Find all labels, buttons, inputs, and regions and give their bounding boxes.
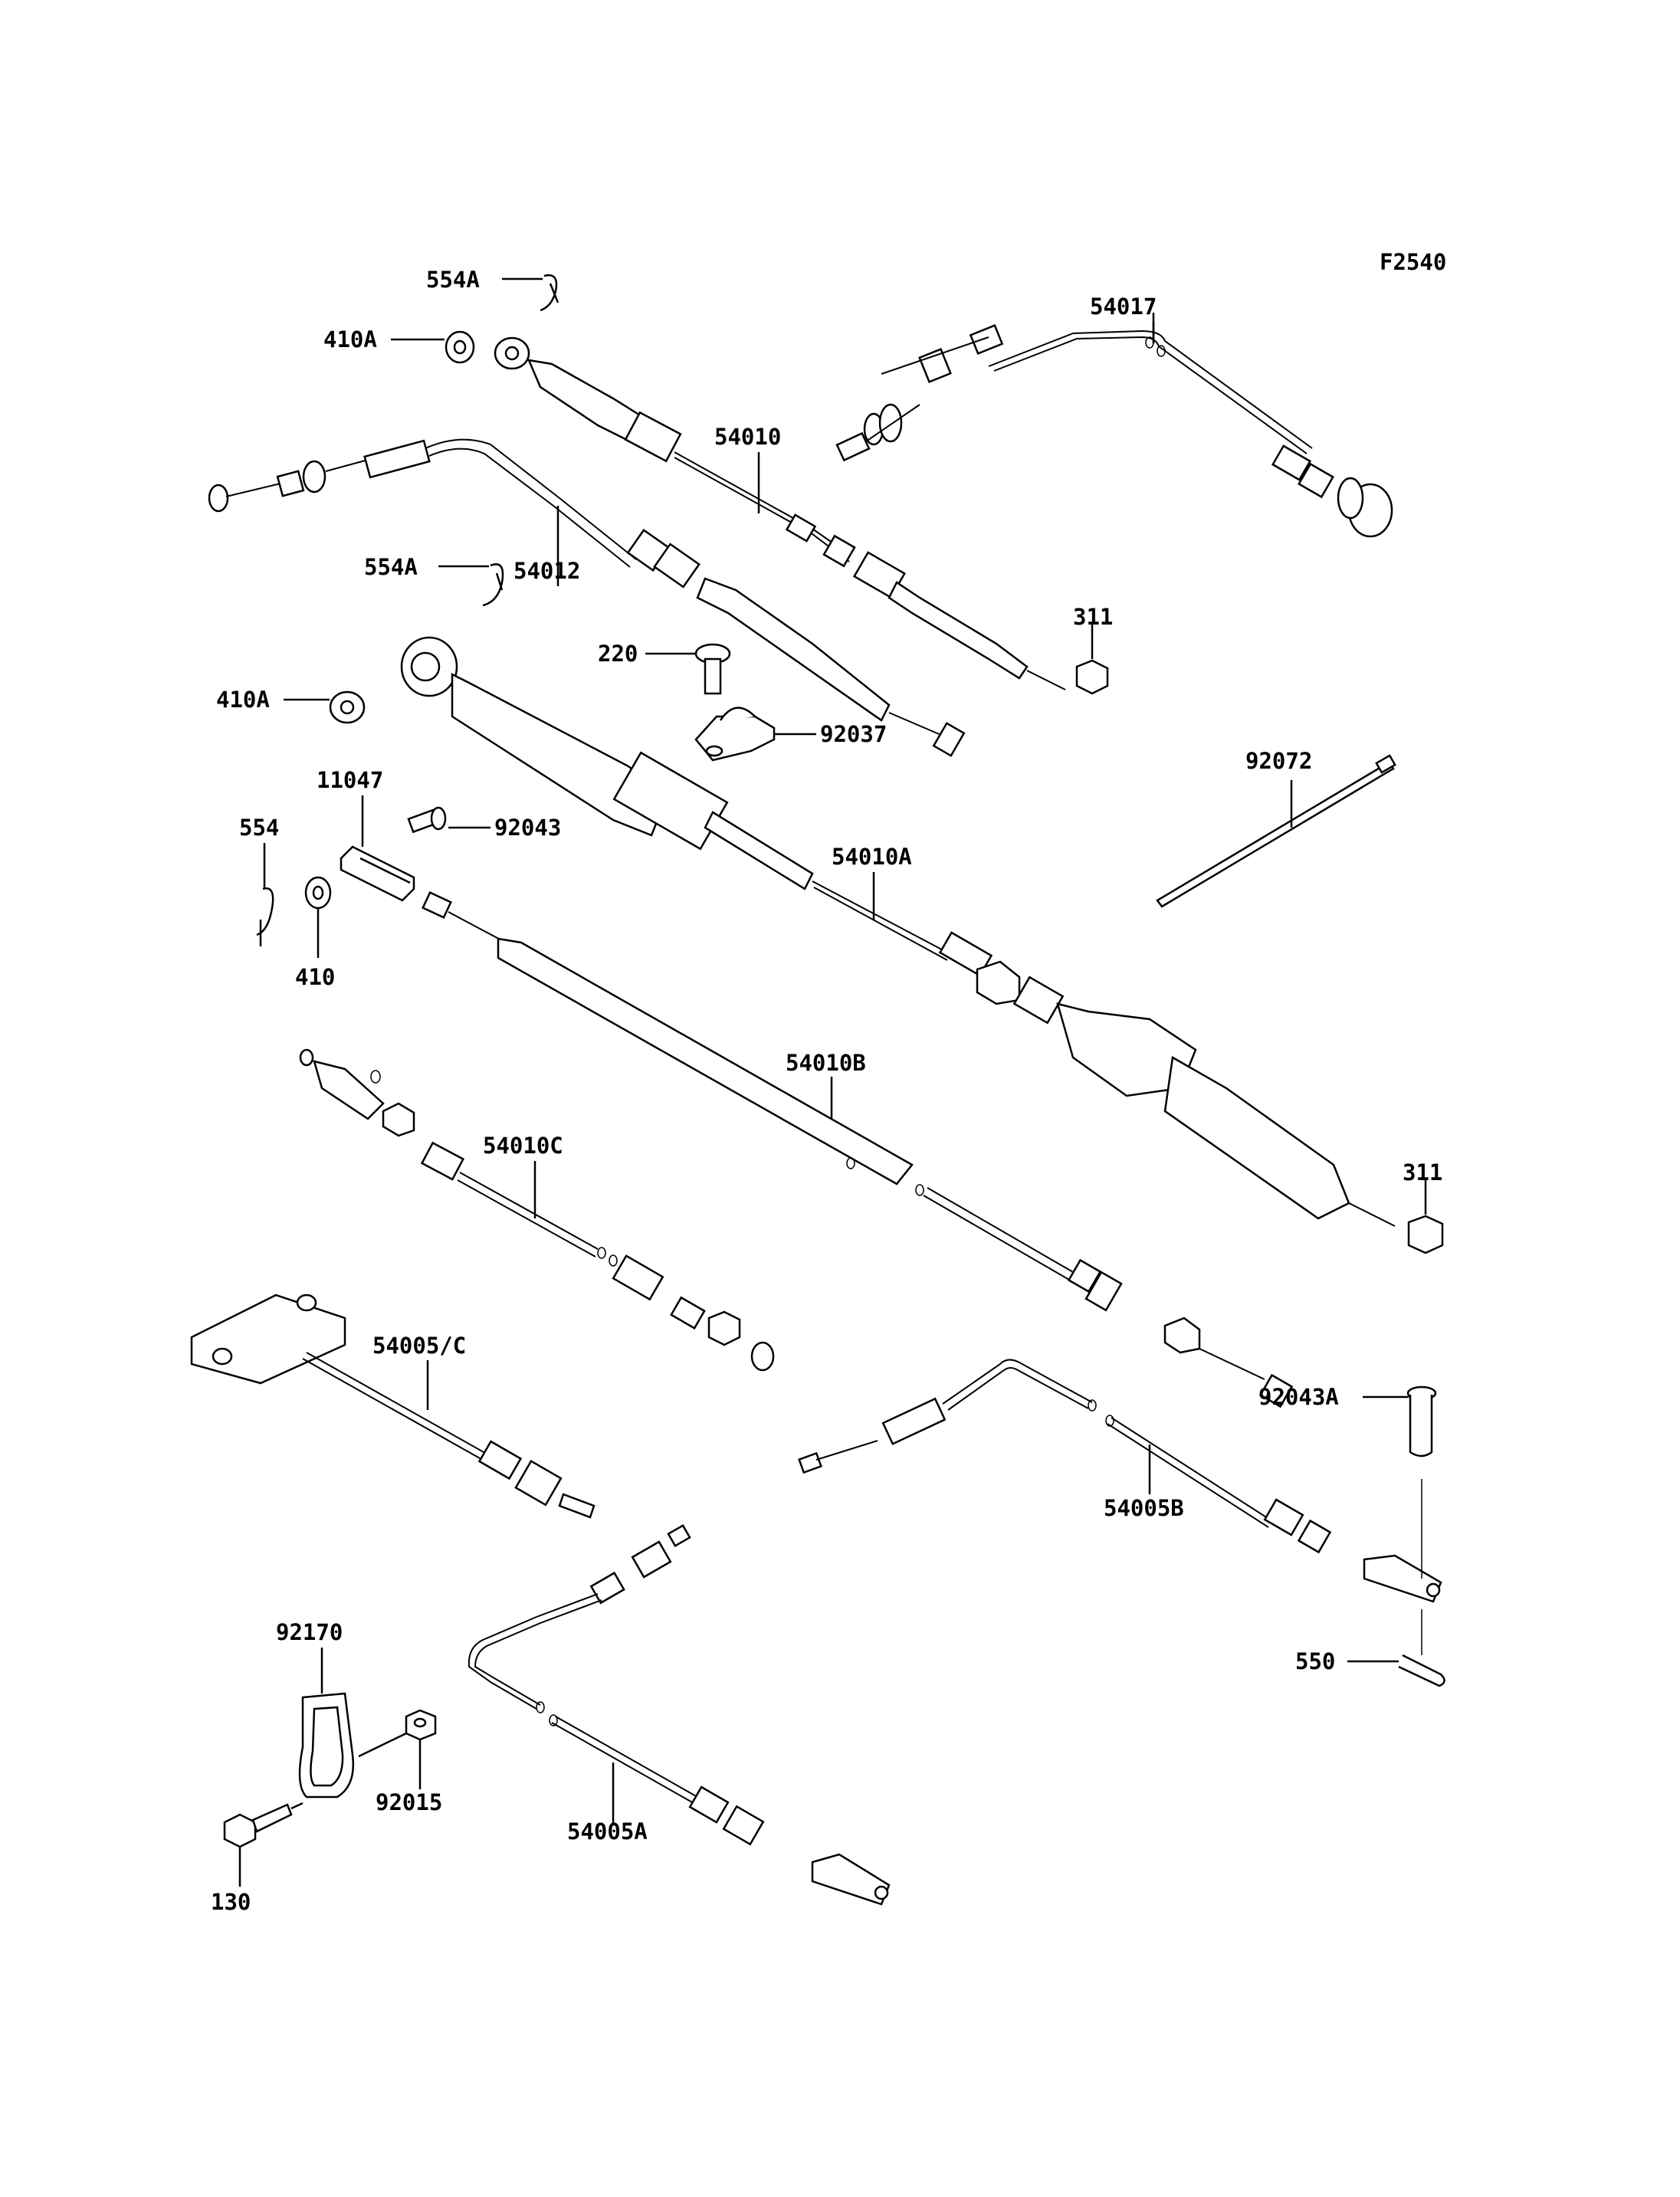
label-54005C: 54005/C xyxy=(372,1333,466,1359)
label-54010C: 54010C xyxy=(483,1133,563,1159)
clamp-92037[interactable] xyxy=(694,707,816,762)
cable-break-marks xyxy=(370,336,1166,1726)
label-92170: 92170 xyxy=(276,1619,343,1645)
nut-311-bot[interactable] xyxy=(1407,1180,1444,1254)
label-54010A: 54010A xyxy=(832,844,912,870)
label-410: 410 xyxy=(295,964,335,990)
cable-54010B[interactable] xyxy=(422,891,1294,1408)
label-554: 554 xyxy=(239,815,279,841)
label-311-bot: 311 xyxy=(1403,1159,1442,1185)
label-410A-top: 410A xyxy=(323,326,377,353)
cable-54005A[interactable] xyxy=(468,1523,891,1906)
label-220: 220 xyxy=(598,641,638,667)
clevis-11047[interactable] xyxy=(340,795,415,902)
washer-410A-top[interactable] xyxy=(391,330,475,364)
cable-54005B[interactable] xyxy=(798,1359,1442,1603)
bracket-92170[interactable] xyxy=(298,1648,354,1799)
clip-554A-top[interactable] xyxy=(502,274,559,312)
label-11047: 11047 xyxy=(317,767,383,793)
cable-54012[interactable] xyxy=(208,438,966,757)
label-311-top: 311 xyxy=(1073,604,1113,630)
label-92043A: 92043A xyxy=(1258,1384,1339,1410)
label-550: 550 xyxy=(1295,1648,1335,1674)
label-130: 130 xyxy=(211,1889,251,1915)
label-54017: 54017 xyxy=(1090,293,1157,320)
cable-54017[interactable] xyxy=(835,313,1393,538)
label-54010: 54010 xyxy=(714,424,781,450)
label-92037: 92037 xyxy=(820,721,887,747)
cable-54010A[interactable] xyxy=(400,636,1396,1227)
label-92015: 92015 xyxy=(376,1789,442,1815)
washer-410A-mid[interactable] xyxy=(284,690,366,724)
label-54005B: 54005B xyxy=(1104,1495,1184,1521)
label-554A-mid: 554A xyxy=(364,554,418,580)
clip-554[interactable] xyxy=(256,843,274,946)
cotter-pin-550[interactable] xyxy=(1347,1609,1445,1687)
label-54012: 54012 xyxy=(514,558,580,584)
nut-311-top[interactable] xyxy=(1075,625,1109,695)
washer-410[interactable] xyxy=(304,876,332,958)
screw-220[interactable] xyxy=(645,643,731,695)
bolt-130[interactable] xyxy=(223,1802,304,1887)
cable-54005C[interactable] xyxy=(190,1294,596,1519)
label-54005A: 54005A xyxy=(567,1818,648,1844)
clip-554A-mid[interactable] xyxy=(438,563,504,607)
tie-strap-92072[interactable] xyxy=(1156,754,1396,908)
cable-54010[interactable] xyxy=(494,336,1066,690)
pin-92043[interactable] xyxy=(407,806,491,834)
label-92072: 92072 xyxy=(1245,748,1312,774)
nut-92015[interactable] xyxy=(358,1709,437,1789)
label-410A-mid: 410A xyxy=(216,687,270,713)
pin-92043A[interactable] xyxy=(1363,1385,1437,1579)
label-92043: 92043 xyxy=(494,815,561,841)
label-554A-top: 554A xyxy=(426,267,480,293)
figure-code: F2540 xyxy=(1380,249,1446,275)
label-54010B: 54010B xyxy=(786,1050,866,1076)
cable-54010C[interactable] xyxy=(299,1048,775,1372)
